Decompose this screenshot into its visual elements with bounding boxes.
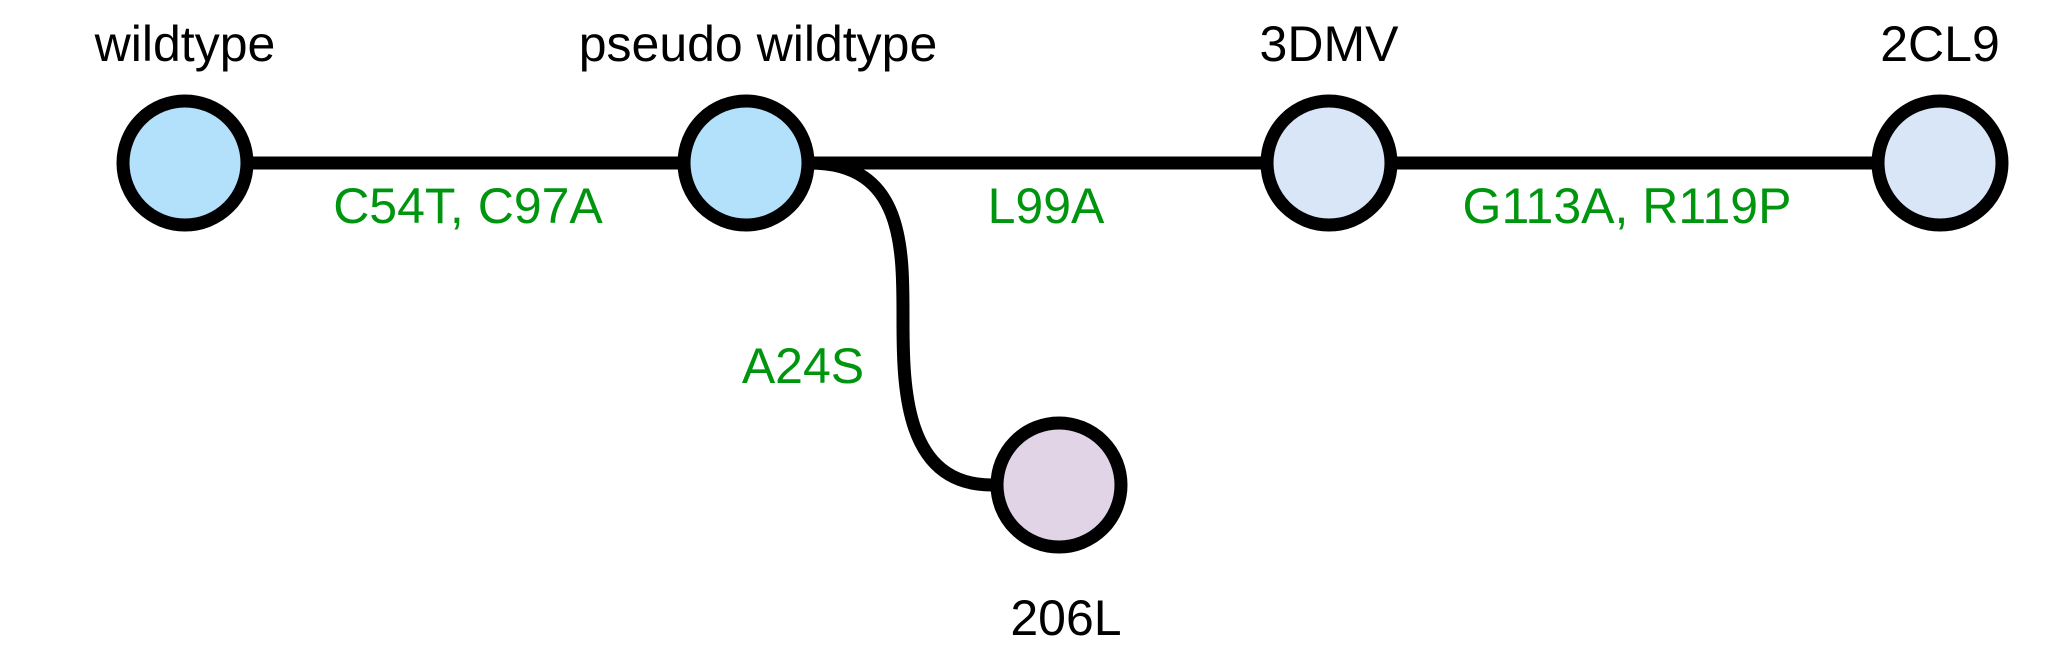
node-pseudo-wildtype: pseudo wildtype [579,16,938,232]
node-2cl9-circle [1871,94,2009,232]
node-3dmv-label: 3DMV [1260,16,1400,72]
node-pseudo-wildtype-circle [677,94,815,232]
node-pseudo-wildtype-label: pseudo wildtype [579,16,938,72]
edge-pseudo-wildtype-to-206l [809,156,993,492]
node-2cl9: 2CL9 [1871,16,2009,232]
node-wildtype-circle [116,94,254,232]
node-3dmv-circle [1260,94,1398,232]
node-wildtype: wildtype [94,16,276,232]
edge-label-a24s: A24S [742,338,864,394]
node-206l-label: 206L [1010,590,1121,646]
node-2cl9-label: 2CL9 [1880,16,2000,72]
node-wildtype-label: wildtype [94,16,276,72]
edge-label-l99a: L99A [988,178,1105,234]
node-206l: 206L [990,416,1128,646]
edge-label-c54t-c97a: C54T, C97A [333,178,603,234]
node-206l-circle [990,416,1128,554]
node-3dmv: 3DMV [1260,16,1400,232]
edge-label-g113a-r119p: G113A, R119P [1463,178,1792,234]
